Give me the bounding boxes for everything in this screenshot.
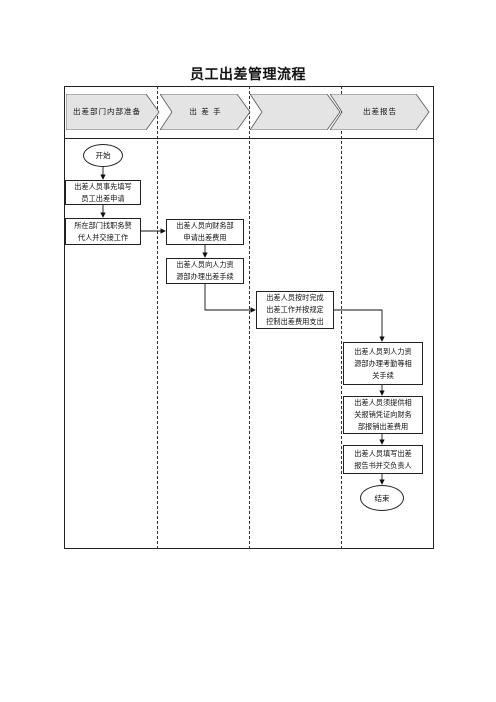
lane-divider-2 [249, 86, 250, 549]
phase-label-2: 出 差 手 [189, 107, 222, 116]
lane-divider-1 [157, 86, 158, 549]
phase-label-1: 出差部门内部准备 [73, 107, 141, 116]
step-handover-work: 所在部门找职务赘 代人并交接工作 [65, 218, 141, 245]
start-node: 开始 [83, 144, 123, 167]
header-divider [64, 138, 434, 139]
phase-header-1: 出差部门内部准备 [66, 94, 160, 130]
step-submit-application: 出差人员事先填写 员工出差申请 [65, 180, 141, 205]
step-apply-travel-funds: 出差人员向财务部 申请出差费用 [166, 219, 244, 245]
phase-label-4: 出差报告 [363, 107, 397, 116]
step-expense-reimbursement: 出差人员须提供相 关报销凭证向财务 部报销出差费用 [343, 396, 423, 434]
end-node: 结束 [360, 485, 404, 511]
step-hr-attendance: 出差人员到人力资 源部办理考勤等相 关手续 [343, 342, 423, 385]
phase-header-2: 出 差 手 [160, 94, 251, 130]
arrow-step5-step6 [334, 309, 385, 342]
step-submit-travel-report: 出差人员填写出差 报告书并交负责人 [343, 445, 423, 474]
step-complete-travel-work: 出差人员按时完成 出差工作并按规定 控制出差费用支出 [256, 291, 334, 329]
page-title: 员工出差管理流程 [190, 67, 306, 83]
lane-divider-3 [341, 86, 342, 549]
step-hr-travel-procedure: 出差人员向人力资 源部办理出差手续 [166, 258, 244, 284]
phase-header-3 [250, 94, 341, 130]
phase-header-4: 出差报告 [330, 94, 430, 130]
arrow-step4-step5 [204, 284, 256, 313]
